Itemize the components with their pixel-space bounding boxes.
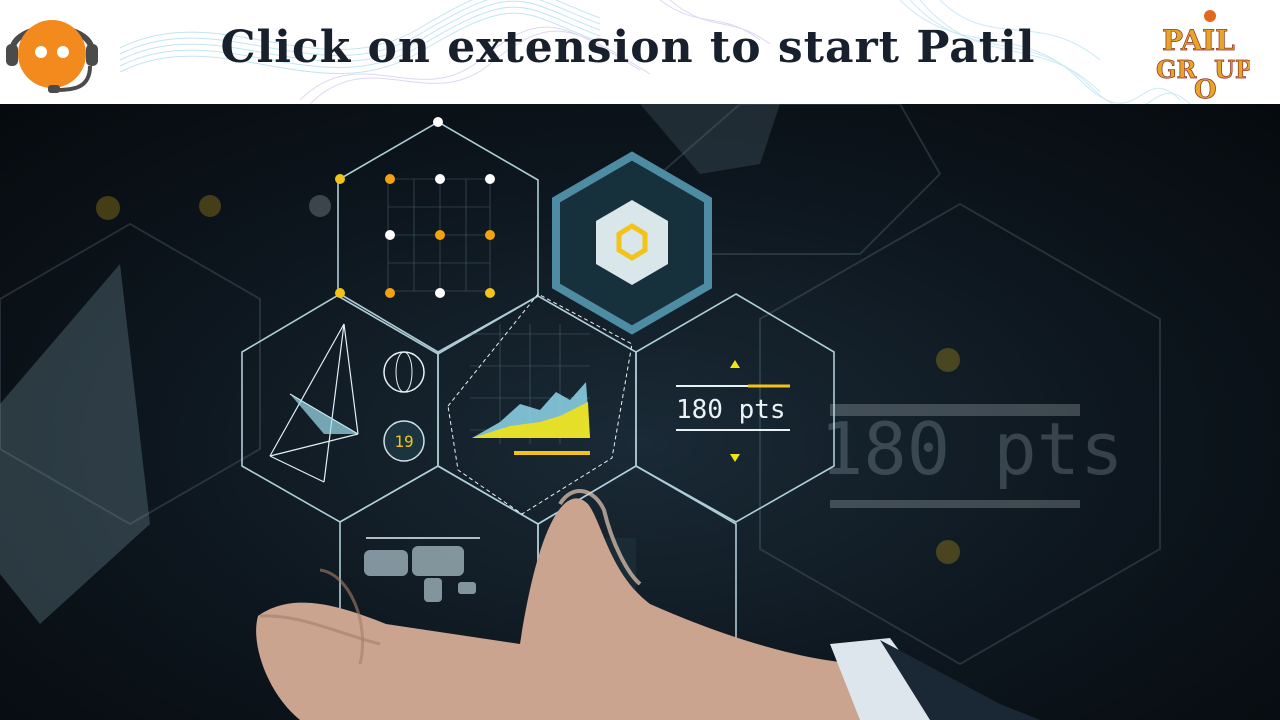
ghost-points-readout: 180 pts [820,407,1123,491]
svg-text:PA: PA [1162,24,1204,57]
page-title: Click on extension to start Patil [220,22,1036,73]
points-readout: 180 pts [676,395,786,425]
svg-text:IL: IL [1202,24,1235,57]
svg-text:GR: GR [1156,55,1197,84]
header-bar: Click on extension to start Patil PA IL … [0,0,1280,104]
svg-text:UP: UP [1214,55,1250,84]
gauge-readout: 19 [394,432,413,451]
hexagon-network-illustration: 180 pts [0,104,1161,720]
headset-bot-icon[interactable] [4,6,100,98]
hero-image: 180 pts [0,104,1280,720]
svg-text:O: O [1194,75,1217,100]
patil-group-logo: PA IL GR O UP [1156,10,1250,100]
header-wave-decoration [119,0,1191,104]
